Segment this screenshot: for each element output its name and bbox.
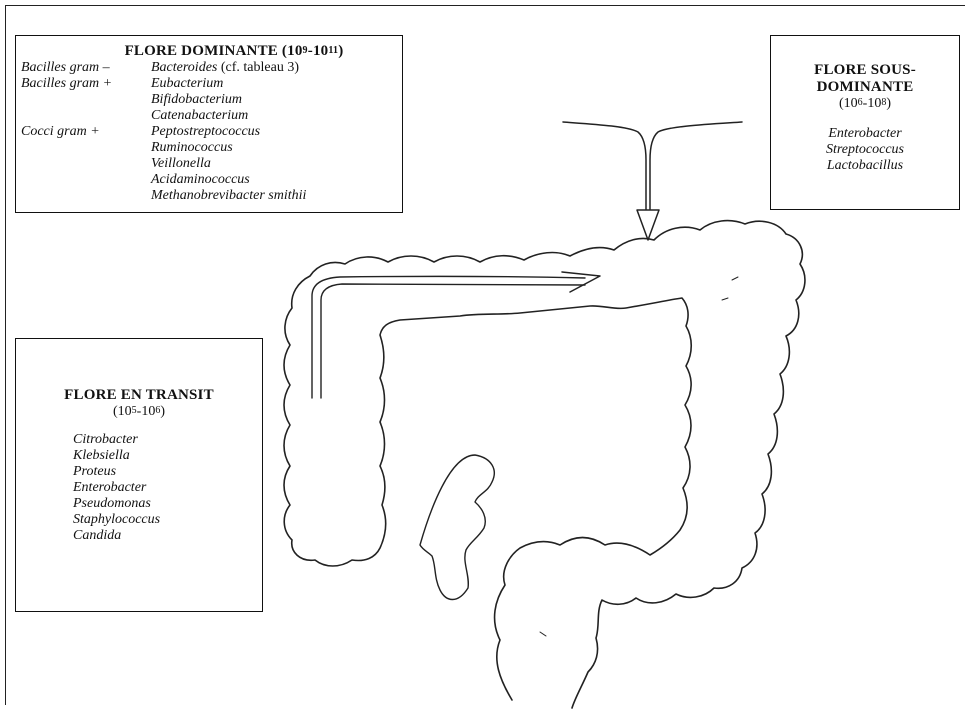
genus-note: (cf. tableau 3) xyxy=(217,60,299,75)
dominant-flora-list: Bacilles gram – Bacteroides (cf. tableau … xyxy=(16,60,402,204)
bacteria-group-label: Bacilles gram – xyxy=(21,60,110,76)
subdominant-range-open: (10 xyxy=(839,96,858,111)
genus-label: Methanobrevibacter smithii xyxy=(151,188,306,203)
transit-range-close: ) xyxy=(160,404,165,419)
dominant-title-close: ) xyxy=(338,43,343,59)
dominant-flora-row: Acidaminococcus xyxy=(16,172,402,188)
dominant-flora-row: Veillonella xyxy=(16,156,402,172)
subdominant-flora-list: Enterobacter Streptococcus Lactobacillus xyxy=(771,126,959,174)
genus-name: Peptostreptococcus xyxy=(151,124,260,140)
down-arrow-head xyxy=(637,210,659,240)
transit-item: Pseudomonas xyxy=(73,496,262,512)
genus-label: Bacteroides xyxy=(151,60,217,75)
genus-name: Bacteroides (cf. tableau 3) xyxy=(151,60,299,76)
transit-exp-low: 5 xyxy=(132,405,137,416)
genus-name: Ruminococcus xyxy=(151,140,233,156)
transit-exp-high: 6 xyxy=(155,405,160,416)
dominant-flora-row: Bacilles gram – Bacteroides (cf. tableau … xyxy=(16,60,402,76)
transit-item: Proteus xyxy=(73,464,262,480)
bacteria-group-label: Bacilles gram + xyxy=(21,76,112,92)
subdominant-range-close: ) xyxy=(886,96,891,111)
dominant-flora-row: Cocci gram + Peptostreptococcus xyxy=(16,124,402,140)
transit-flora-box: FLORE EN TRANSIT (105-106) Citrobacter K… xyxy=(15,338,263,612)
subdominant-title-line2: DOMINANTE xyxy=(771,79,959,96)
subdominant-item: Lactobacillus xyxy=(771,158,959,174)
subdominant-title-line1: FLORE SOUS- xyxy=(771,62,959,79)
transit-arrow-head xyxy=(562,272,600,292)
subdominant-exp-low: 6 xyxy=(858,97,863,108)
dominant-flora-row: Bifidobacterium xyxy=(16,92,402,108)
transit-arrow-line-b xyxy=(321,284,585,398)
genus-label: Bifidobacterium xyxy=(151,92,242,107)
subdominant-range: (106-108) xyxy=(771,96,959,112)
dominant-flora-row: Bacilles gram + Eubacterium xyxy=(16,76,402,92)
dominant-flora-row: Methanobrevibacter smithii xyxy=(16,188,402,204)
ileum-tube-right xyxy=(650,122,742,212)
bacteria-group-label: Cocci gram + xyxy=(21,124,100,140)
transit-range: (105-106) xyxy=(16,404,262,420)
transit-range-open: (10 xyxy=(113,404,132,419)
dominant-flora-row: Catenabacterium xyxy=(16,108,402,124)
genus-name: Bifidobacterium xyxy=(151,92,242,108)
genus-name: Eubacterium xyxy=(151,76,223,92)
dominant-range-dash: -10 xyxy=(308,43,329,59)
dominant-title-text: FLORE DOMINANTE (10 xyxy=(125,43,303,59)
transit-item: Citrobacter xyxy=(73,432,262,448)
genus-label: Veillonella xyxy=(151,156,211,171)
subdominant-range-dash: -10 xyxy=(863,96,882,111)
dominant-flora-box: FLORE DOMINANTE (109-1011) Bacilles gram… xyxy=(15,35,403,213)
genus-name: Methanobrevibacter smithii xyxy=(151,188,306,204)
speck-1 xyxy=(722,298,728,300)
transit-item: Staphylococcus xyxy=(73,512,262,528)
subdominant-item: Enterobacter xyxy=(771,126,959,142)
genus-label: Catenabacterium xyxy=(151,108,248,123)
genus-name: Acidaminococcus xyxy=(151,172,250,188)
transit-flora-list: Citrobacter Klebsiella Proteus Enterobac… xyxy=(73,432,262,544)
dominant-exp-low: 9 xyxy=(303,45,308,56)
sigmoid-loop xyxy=(420,455,494,600)
speck-2 xyxy=(732,277,738,280)
genus-label: Acidaminococcus xyxy=(151,172,250,187)
subdominant-flora-box: FLORE SOUS- DOMINANTE (106-108) Enteroba… xyxy=(770,35,960,210)
dominant-exp-high: 11 xyxy=(328,45,338,56)
ileum-tube-left xyxy=(563,122,646,212)
genus-label: Eubacterium xyxy=(151,76,223,91)
genus-name: Catenabacterium xyxy=(151,108,248,124)
subdominant-exp-high: 8 xyxy=(881,97,886,108)
transit-item: Klebsiella xyxy=(73,448,262,464)
transit-arrow-line-a xyxy=(312,276,585,398)
genus-name: Veillonella xyxy=(151,156,211,172)
genus-label: Ruminococcus xyxy=(151,140,233,155)
subdominant-item: Streptococcus xyxy=(771,142,959,158)
transit-item: Candida xyxy=(73,528,262,544)
speck-3 xyxy=(540,632,546,636)
genus-label: Peptostreptococcus xyxy=(151,124,260,139)
transit-range-dash: -10 xyxy=(137,404,156,419)
dominant-flora-title: FLORE DOMINANTE (109-1011) xyxy=(66,43,402,60)
transit-title: FLORE EN TRANSIT xyxy=(16,387,262,404)
transit-item: Enterobacter xyxy=(73,480,262,496)
dominant-flora-row: Ruminococcus xyxy=(16,140,402,156)
